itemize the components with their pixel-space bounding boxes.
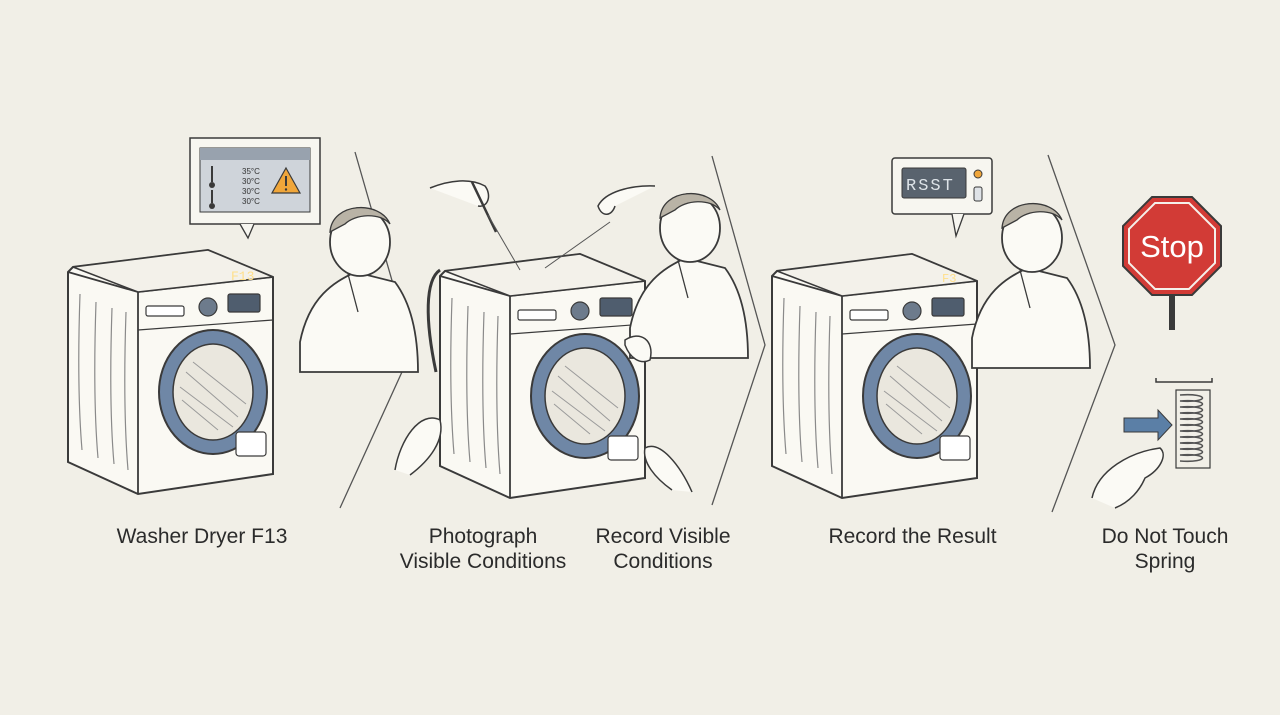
machine-display-code: F13 [231, 269, 254, 284]
thermometer-icon [209, 166, 215, 209]
washer-dryer-icon [67, 249, 274, 495]
temperature-reading: 35°C [242, 167, 260, 176]
hand-icon [643, 445, 693, 493]
panel-1: F13 35°C 30°C 30°C 30°C [67, 137, 419, 495]
washer-dryer-icon [439, 253, 646, 499]
panel-2 [394, 180, 749, 499]
stop-sign-text: Stop [1140, 229, 1204, 264]
hand-icon [1091, 447, 1164, 509]
panel-3: F3 RSST [771, 157, 1091, 499]
step-caption-washer-dryer: Washer Dryer F13 [116, 525, 288, 548]
step-caption-do-not-touch: Do Not Touch Spring [1101, 525, 1229, 573]
hand-holding-pen-icon [429, 180, 498, 233]
warning-triangle-icon [270, 166, 302, 194]
person-icon [971, 202, 1091, 369]
temperature-callout: 35°C 30°C 30°C 30°C [189, 137, 321, 240]
temperature-reading: 30°C [242, 187, 260, 196]
person-icon [299, 206, 419, 373]
panel-4: Stop [1091, 196, 1222, 509]
person-icon [629, 192, 749, 359]
stop-sign-icon: Stop [1122, 196, 1222, 296]
result-display-callout: RSST [891, 157, 993, 239]
machine-display-code: F3 [942, 272, 956, 286]
temperature-reading: 30°C [242, 177, 260, 186]
hand-icon [624, 335, 652, 363]
step-caption-record-conditions: Record Visible Conditions [595, 525, 731, 573]
arrow-right-icon [1123, 408, 1173, 442]
result-display-text: RSST [906, 177, 955, 196]
hand-pointing-icon [597, 185, 656, 215]
step-caption-photograph: Photograph Visible Conditions [399, 525, 567, 573]
temperature-reading: 30°C [242, 197, 260, 206]
spring-icon [1155, 378, 1213, 469]
hand-icon [394, 417, 442, 476]
washer-dryer-icon [771, 253, 978, 499]
step-caption-record-result: Record the Result [828, 525, 997, 548]
